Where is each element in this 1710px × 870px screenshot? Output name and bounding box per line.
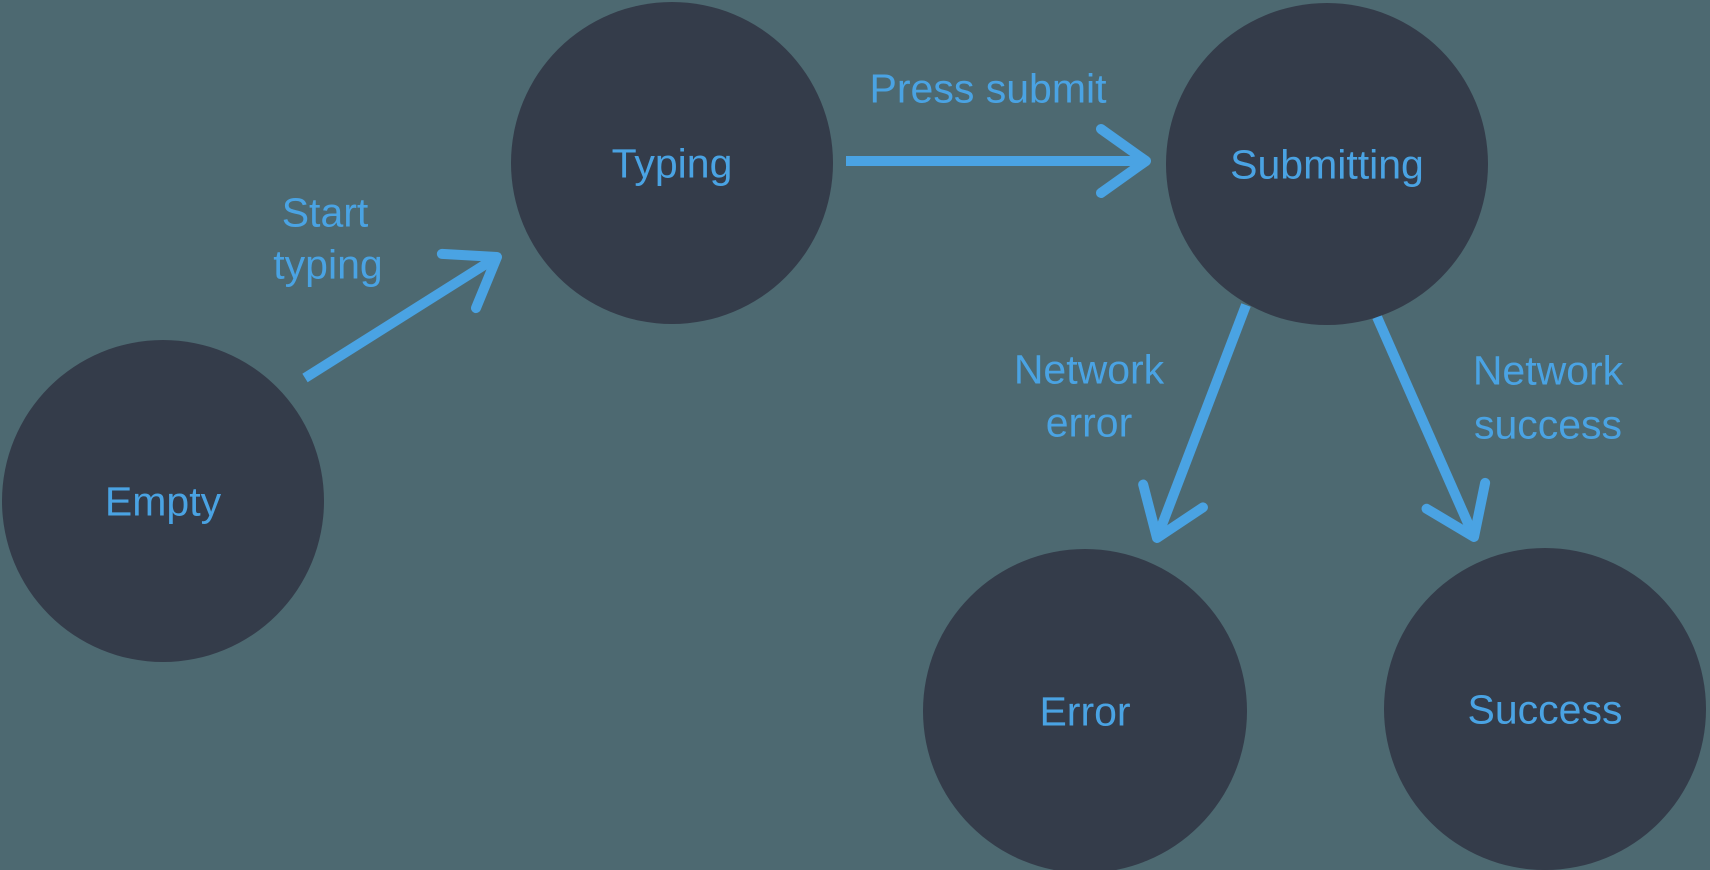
- edge-label-network-error-line2: error: [1046, 399, 1133, 445]
- edge-network-success: Network success: [1372, 314, 1624, 542]
- edge-label-network-success-line1: Network: [1473, 347, 1624, 393]
- node-typing-circle: [511, 2, 833, 324]
- node-empty-label: Empty: [105, 478, 222, 524]
- edge-network-success-arrow: [1372, 314, 1491, 542]
- node-submitting: Submitting: [1166, 3, 1488, 325]
- node-error: Error: [923, 549, 1247, 870]
- edge-label-start-typing-line2: typing: [273, 241, 382, 287]
- node-error-circle: [923, 549, 1247, 870]
- edge-label-network-error-line1: Network: [1014, 346, 1165, 392]
- node-success-label: Success: [1468, 686, 1623, 732]
- edge-label-network-success-line2: success: [1474, 401, 1622, 447]
- edge-network-error: Network error: [1014, 303, 1251, 543]
- edge-label-start-typing-line1: Start: [282, 189, 369, 235]
- node-typing: Typing: [511, 2, 833, 324]
- node-success-circle: [1384, 548, 1706, 870]
- edge-network-error-arrow: [1138, 303, 1251, 543]
- node-success: Success: [1384, 548, 1706, 870]
- node-submitting-circle: [1166, 3, 1488, 325]
- edge-label-press-submit: Press submit: [870, 65, 1108, 111]
- edge-start-typing: Start typing: [273, 189, 502, 383]
- node-typing-label: Typing: [612, 140, 733, 186]
- node-submitting-label: Submitting: [1230, 141, 1424, 187]
- edge-start-typing-arrow: [302, 248, 502, 383]
- node-empty-circle: [2, 340, 324, 662]
- edge-press-submit: Press submit: [846, 65, 1151, 198]
- node-empty: Empty: [2, 340, 324, 662]
- node-error-label: Error: [1039, 688, 1130, 734]
